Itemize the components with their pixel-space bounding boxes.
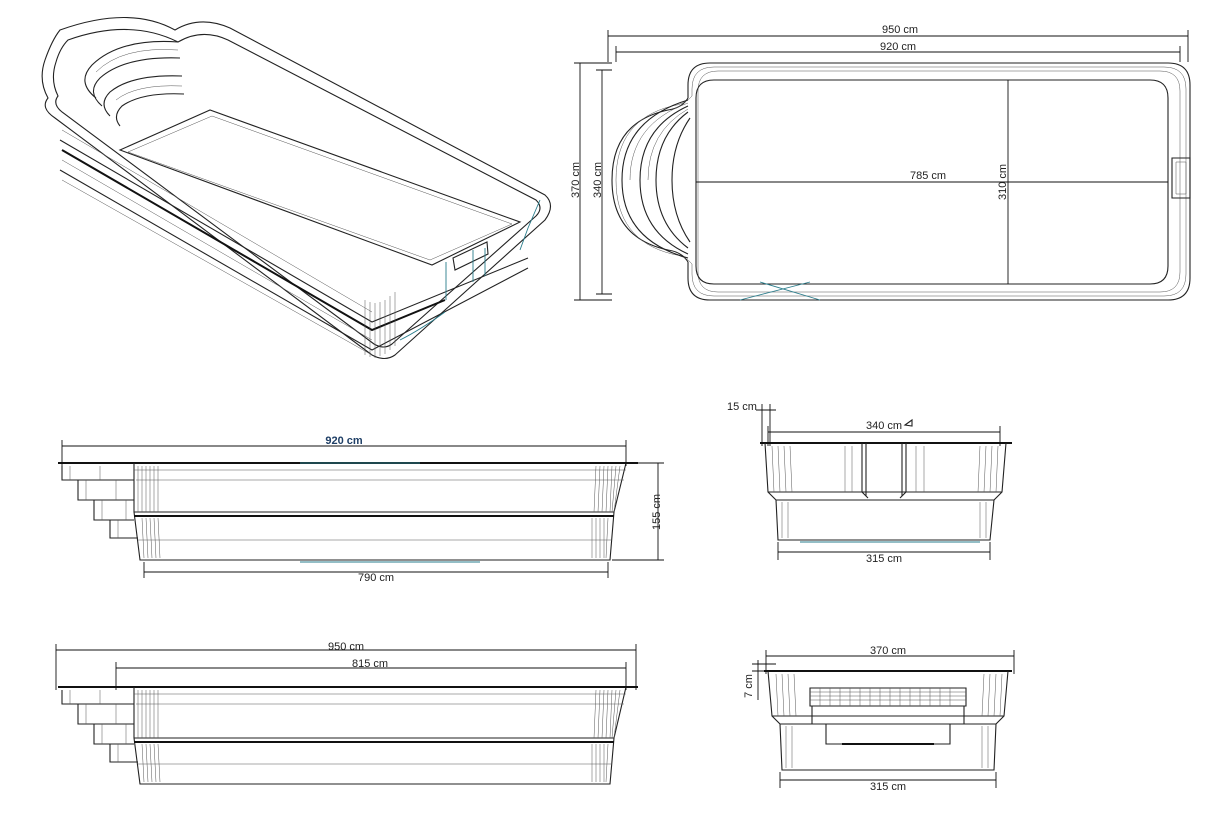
dim-top-inner-width: 340 cm	[592, 162, 604, 198]
dim-side-depth: 155 cm	[651, 494, 663, 530]
dim-side2-overall-length: 950 cm	[328, 641, 364, 653]
dim-side-bottom-length: 790 cm	[358, 572, 394, 584]
dim-side-top-length: 920 cm	[325, 435, 363, 447]
end2-hatching	[775, 673, 1003, 768]
side-left-hatching	[137, 466, 161, 559]
side-view-2	[55, 644, 638, 785]
end-hatching	[771, 445, 999, 538]
side-view	[58, 440, 664, 578]
dim-end2-top-width: 370 cm	[870, 645, 906, 657]
dim-end-top-width: 340 cm	[866, 420, 902, 432]
side-right-hatching	[591, 465, 621, 559]
dim-top-inner-length: 920 cm	[880, 41, 916, 53]
dim-top-overall-length: 950 cm	[882, 24, 918, 36]
dim-top-floor-length: 785 cm	[910, 170, 946, 182]
isometric-view	[41, 16, 552, 360]
dim-end-bottom-width: 315 cm	[866, 553, 902, 565]
dim-end2-step: 7 cm	[743, 674, 755, 698]
top-view	[574, 30, 1191, 301]
dim-end-rim: 15 cm	[727, 401, 757, 413]
dim-top-overall-width: 370 cm	[570, 162, 582, 198]
end-view-2	[752, 650, 1015, 788]
side2-left-hatching	[137, 690, 161, 783]
dim-side2-inner-length: 815 cm	[352, 658, 388, 670]
dim-end2-bottom-width: 315 cm	[870, 781, 906, 793]
dim-top-floor-width: 310 cm	[997, 164, 1009, 200]
end-view	[756, 404, 1012, 560]
iso-corner-hatching	[364, 292, 396, 358]
side2-right-hatching	[591, 689, 621, 783]
